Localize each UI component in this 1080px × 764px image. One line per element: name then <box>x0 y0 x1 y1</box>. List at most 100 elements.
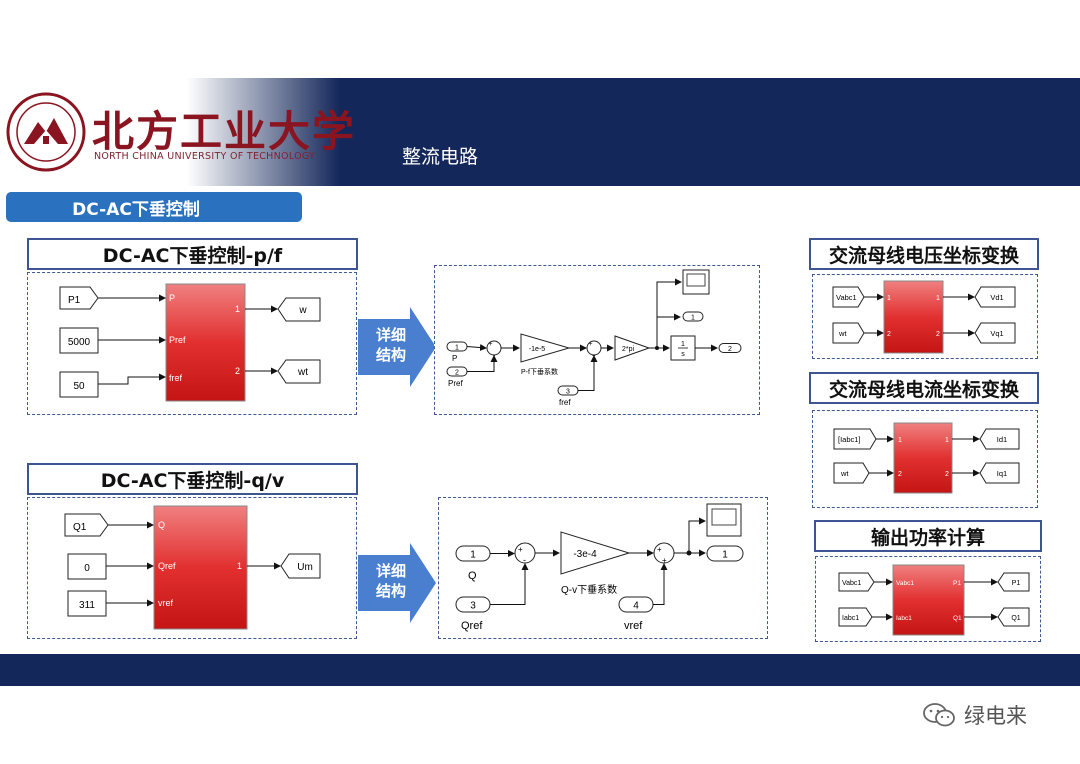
svg-text:Iabc1: Iabc1 <box>896 615 912 622</box>
pf-out2-port[interactable] <box>718 343 742 353</box>
pf-subsystem-panel: P1 5000 50 P Pref fref 1 2 w wt <box>27 272 357 415</box>
svg-text:+: + <box>589 342 593 348</box>
qv-in1-name: Q <box>468 570 477 582</box>
svg-text:Vq1: Vq1 <box>990 329 1003 338</box>
pf-input-1-label: P1 <box>68 295 81 306</box>
svg-text:Q1: Q1 <box>1011 615 1020 622</box>
svg-text:Id1: Id1 <box>997 435 1007 444</box>
qv-subsystem-panel: Q1 0 311 Q Qref vref 1 Um <box>27 497 357 639</box>
svg-text:+: + <box>489 342 493 348</box>
pf-in2-name: Pref <box>448 379 463 388</box>
svg-text:2: 2 <box>728 346 732 353</box>
pf-droop-gain[interactable] <box>520 333 571 363</box>
qv-subsystem-block[interactable] <box>153 505 248 630</box>
svg-text:Vabc1: Vabc1 <box>842 580 861 587</box>
power-calc-block[interactable] <box>892 564 965 636</box>
pf-output-2-label: wt <box>297 367 308 378</box>
pf-input-const-fref[interactable] <box>59 371 99 398</box>
svg-text:Vabc1: Vabc1 <box>896 580 914 587</box>
svg-text:2: 2 <box>898 471 902 478</box>
svg-text:1: 1 <box>887 295 891 302</box>
pf-output-from-wt[interactable] <box>277 359 321 384</box>
svg-text:1: 1 <box>691 315 695 322</box>
svg-text:2: 2 <box>945 471 949 478</box>
header-band <box>0 78 1080 186</box>
pf-input-goto-p1[interactable] <box>59 286 99 310</box>
svg-text:1: 1 <box>681 341 685 348</box>
pf-out1-port[interactable] <box>682 311 704 322</box>
svg-text:2: 2 <box>887 331 891 338</box>
pf-output-from-w[interactable] <box>277 297 321 322</box>
svg-text:3: 3 <box>566 389 570 396</box>
qv-detail-diagram: 1 Q 3 Qref + - -3e-4 Q-v下垂系数 + + 4 vref … <box>455 503 744 632</box>
svg-text:4: 4 <box>633 601 639 612</box>
svg-text:1: 1 <box>945 437 949 444</box>
svg-text:1: 1 <box>722 550 728 561</box>
university-name-en: NORTH CHINA UNIVERSITY OF TECHNOLOGY <box>94 151 316 162</box>
svg-text:P1: P1 <box>953 580 961 587</box>
svg-text:1: 1 <box>936 295 940 302</box>
current-transform-diagram: [Iabc1] wt 1 2 1 2 Id1 Iq1 <box>833 422 1020 494</box>
qv-input-3-label: 311 <box>79 600 95 611</box>
svg-text:wt: wt <box>840 469 849 478</box>
pf-integrator[interactable] <box>670 335 696 361</box>
qv-detail-panel: 1 Q 3 Qref + - -3e-4 Q-v下垂系数 + + 4 vref … <box>438 497 768 639</box>
current-transform-title: 交流母线电流坐标变换 <box>809 372 1039 404</box>
pf-port-in3: fref <box>169 373 183 383</box>
current-transform-block[interactable] <box>893 422 953 494</box>
svg-text:2: 2 <box>936 331 940 338</box>
qv-droop-gain-name: Q-v下垂系数 <box>561 583 617 596</box>
qv-in2-name: Qref <box>461 620 483 632</box>
pf-subsystem-block[interactable] <box>165 283 246 402</box>
power-calc-panel: Vabc1 Iabc1 Vabc1 Iabc1 P1 Q1 P1 Q1 <box>815 556 1041 642</box>
svg-text:Iabc1: Iabc1 <box>842 615 859 622</box>
svg-text:-1e-5: -1e-5 <box>529 346 545 353</box>
qv-input-1-label: Q1 <box>73 522 87 533</box>
svg-text:-3e-4: -3e-4 <box>573 549 597 560</box>
pf-in3-name: fref <box>559 398 571 407</box>
wechat-icon <box>923 703 955 727</box>
svg-text:1: 1 <box>470 550 476 561</box>
qv-port-out1: 1 <box>237 561 242 571</box>
qv-block-title: DC-AC下垂控制-q/v <box>27 463 358 495</box>
svg-text:3: 3 <box>470 601 476 612</box>
qv-input-goto-q1[interactable] <box>64 513 109 537</box>
svg-text:+: + <box>518 545 523 554</box>
svg-text:1: 1 <box>898 437 902 444</box>
pf-input-3-label: 50 <box>73 381 85 392</box>
pf-port-out2: 2 <box>235 366 240 376</box>
pf-port-out1: 1 <box>235 304 240 314</box>
qv-droop-gain[interactable] <box>560 531 631 575</box>
svg-text:Vabc1: Vabc1 <box>836 293 857 302</box>
pf-subsystem-diagram: P1 5000 50 P Pref fref 1 2 w wt <box>59 283 321 402</box>
university-seal-icon <box>6 92 86 172</box>
qv-port-in1: Q <box>158 520 165 530</box>
pf-block-title: DC-AC下垂控制-p/f <box>27 238 358 270</box>
qv-out1-port[interactable] <box>706 545 744 562</box>
pf-input-const-pref[interactable] <box>59 327 99 354</box>
svg-text:+: + <box>657 545 662 554</box>
qv-port-in2: Qref <box>158 561 176 571</box>
pf-2pi-gain[interactable] <box>614 335 651 361</box>
svg-text:s: s <box>681 351 685 358</box>
section-tag: DC-AC下垂控制 <box>6 192 302 222</box>
svg-text:[Iabc1]: [Iabc1] <box>838 435 861 444</box>
pf-droop-gain-name: P-f下垂系数 <box>521 367 558 376</box>
svg-text:Iq1: Iq1 <box>997 469 1007 478</box>
qv-output-from-um[interactable] <box>280 553 321 579</box>
svg-text:Vd1: Vd1 <box>990 293 1003 302</box>
svg-text:wt: wt <box>838 329 847 338</box>
pf-detail-arrow <box>358 307 436 387</box>
svg-text:-: - <box>523 555 526 565</box>
pf-input-2-label: 5000 <box>68 337 91 348</box>
svg-text:2: 2 <box>455 370 459 377</box>
pf-in1-port[interactable] <box>446 341 468 352</box>
voltage-transform-block[interactable] <box>883 280 944 354</box>
svg-text:2*pi: 2*pi <box>622 346 635 353</box>
pf-detail-panel: 1 P 2 Pref + - -1e-5 P-f下垂系数 + + 3 fref … <box>434 265 760 415</box>
qv-input-const-qref[interactable] <box>67 553 107 580</box>
pf-port-in2: Pref <box>169 335 186 345</box>
pf-in1-name: P <box>452 354 457 363</box>
current-transform-panel: [Iabc1] wt 1 2 1 2 Id1 Iq1 <box>812 410 1038 508</box>
svg-text:P1: P1 <box>1012 580 1021 587</box>
